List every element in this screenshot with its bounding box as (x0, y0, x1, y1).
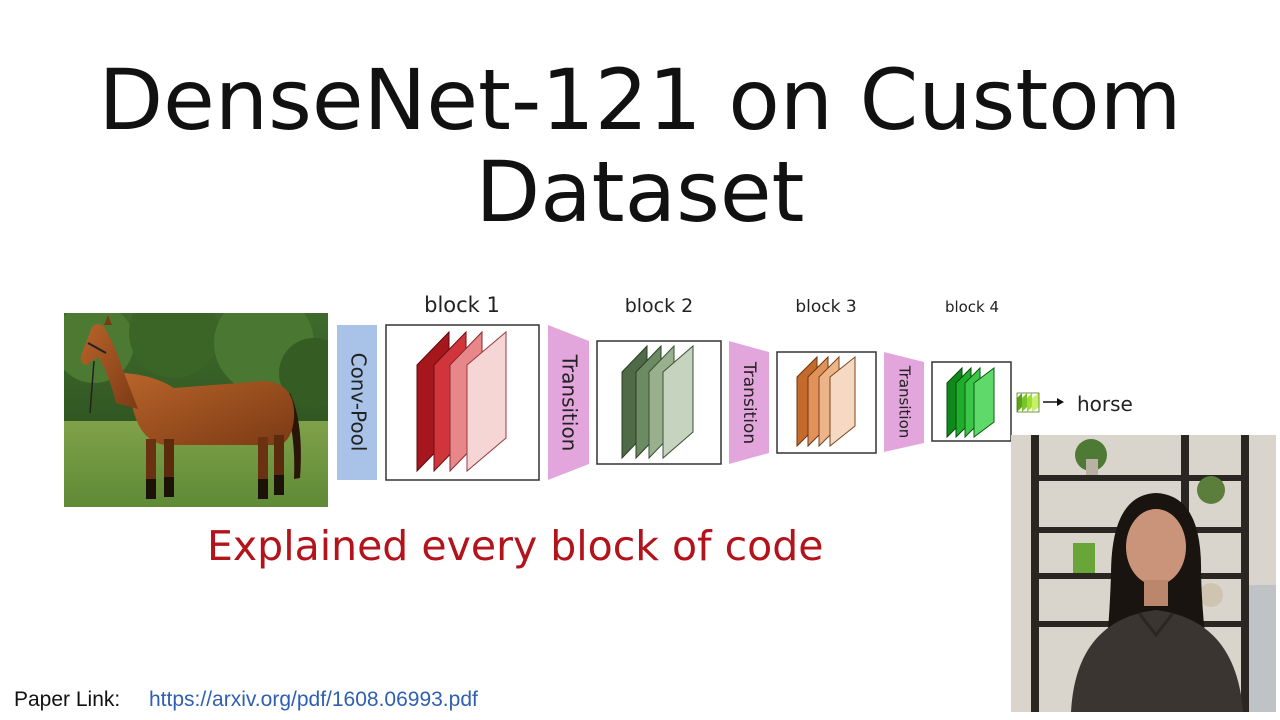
horse-image (64, 313, 328, 507)
transition-2-label: Transition (739, 361, 759, 444)
block-1-label: block 1 (424, 293, 500, 317)
conv-pool-label: Conv-Pool (347, 353, 371, 452)
conv-pool-layer (337, 325, 377, 480)
transition-3 (884, 352, 924, 452)
block-4-box (931, 361, 1012, 442)
block-2-feature-maps (621, 344, 694, 460)
output-vector (1016, 392, 1040, 413)
transition-1-label: Transition (558, 354, 582, 452)
page-title-line-1: DenseNet-121 on Custom (98, 51, 1182, 149)
page-title-line-2: Dataset (475, 143, 805, 241)
paper-link[interactable]: https://arxiv.org/pdf/1608.06993.pdf (149, 688, 478, 711)
block-3-box (776, 351, 877, 454)
block-3-label: block 3 (795, 297, 856, 317)
block-4-label: block 4 (945, 298, 999, 316)
transition-2 (729, 341, 769, 464)
block-4-feature-maps (946, 366, 995, 439)
block-2-box (596, 340, 722, 465)
transition-1 (548, 325, 589, 480)
block-1-feature-maps (416, 330, 507, 473)
arrow-head-icon (1057, 398, 1064, 406)
block-2-label: block 2 (625, 295, 694, 317)
block-1-box (385, 324, 540, 481)
output-label: horse (1077, 392, 1133, 416)
transition-3-label: Transition (896, 365, 914, 439)
subtitle: Explained every block of code (207, 522, 824, 570)
block-3-feature-maps (796, 355, 856, 448)
presenter-video (1011, 435, 1276, 712)
paper-link-label: Paper Link: (14, 688, 121, 711)
